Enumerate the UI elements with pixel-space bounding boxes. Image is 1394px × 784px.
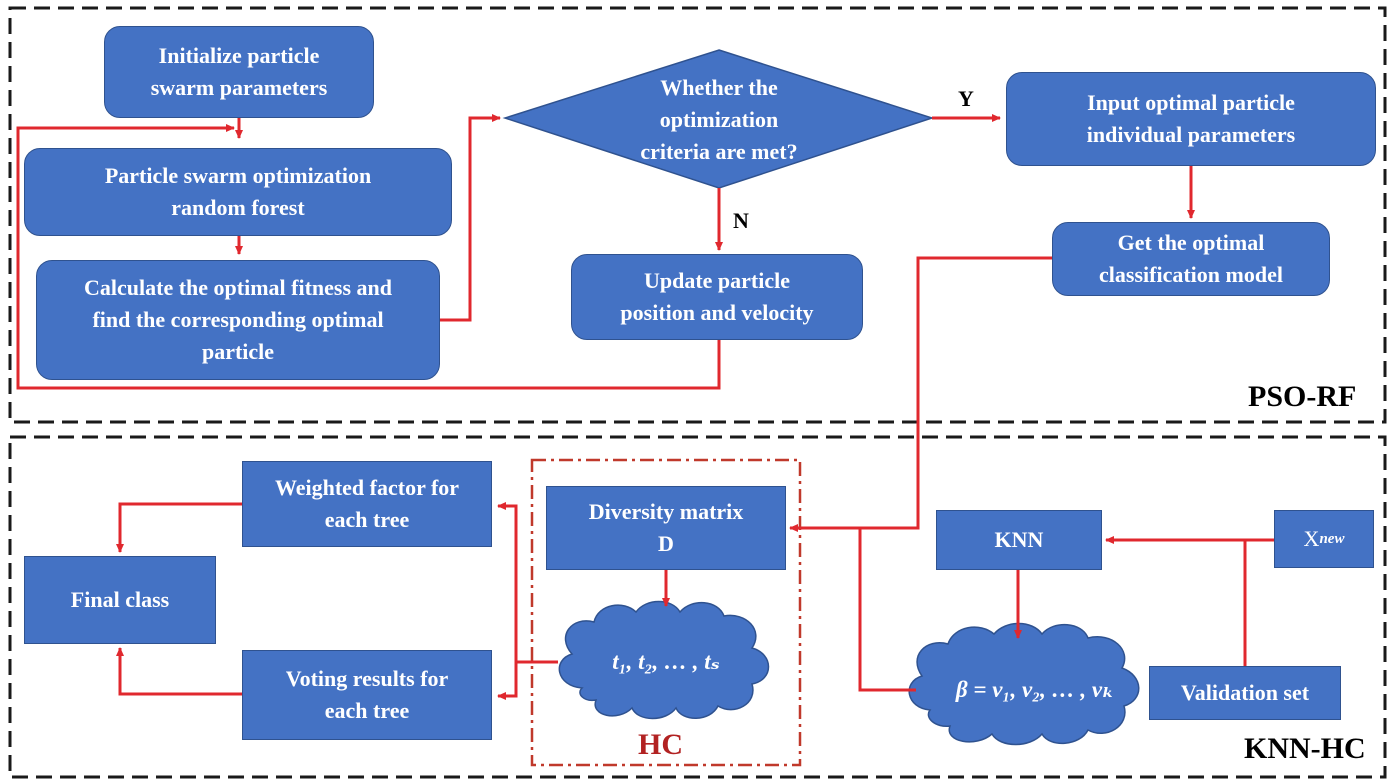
hc-frame: [530, 458, 802, 767]
final-class-box: Final class: [24, 556, 216, 644]
diversity-matrix-box: Diversity matrix D: [546, 486, 786, 570]
line-beta-to-diversity: [858, 528, 916, 692]
input-optimal-params-box: Input optimal particle individual parame…: [1006, 72, 1376, 166]
hc-label: HC: [638, 728, 683, 761]
yes-label: Y: [958, 86, 974, 111]
no-label: N: [733, 208, 749, 233]
beta-cloud-text: β = v₁, v₂, … , vₖ: [955, 677, 1115, 702]
knn-box: KNN: [936, 510, 1102, 570]
arrow-weighted-to-final: [116, 502, 242, 553]
knn-hc-section-label: KNN-HC: [1244, 732, 1366, 765]
arrow-fitness-to-decision: [440, 114, 501, 322]
arrow-voting-to-final: [116, 647, 242, 696]
validation-set-box: Validation set: [1149, 666, 1341, 720]
beta-cloud-shape: [908, 622, 1140, 746]
init-parameters-box: Initialize particle swarm parameters: [104, 26, 374, 118]
optimal-model-box: Get the optimal classification model: [1052, 222, 1330, 296]
trees-cloud-shape: [558, 600, 770, 720]
weighted-factor-box: Weighted factor for each tree: [242, 461, 492, 547]
pso-random-forest-box: Particle swarm optimization random fores…: [24, 148, 452, 236]
x-new-subscript: new: [1319, 531, 1345, 547]
arrow-split-to-weighted: [497, 502, 518, 662]
voting-results-box: Voting results for each tree: [242, 650, 492, 740]
trees-cloud-text: t₁, t₂, … , tₛ: [612, 649, 720, 674]
knn-hc-frame: [8, 435, 1387, 779]
x-new-base: X: [1303, 526, 1320, 551]
optimal-fitness-box: Calculate the optimal fitness and find t…: [36, 260, 440, 380]
pso-rf-frame: [8, 6, 1387, 424]
arrow-split-to-voting: [497, 662, 518, 700]
pso-rf-section-label: PSO-RF: [1248, 380, 1357, 413]
update-particle-box: Update particle position and velocity: [571, 254, 863, 340]
arrow-model-to-diversity: [789, 256, 1052, 532]
arrow-update-loop-back: [16, 124, 721, 390]
decision-text: Whether the optimization criteria are me…: [640, 75, 798, 164]
